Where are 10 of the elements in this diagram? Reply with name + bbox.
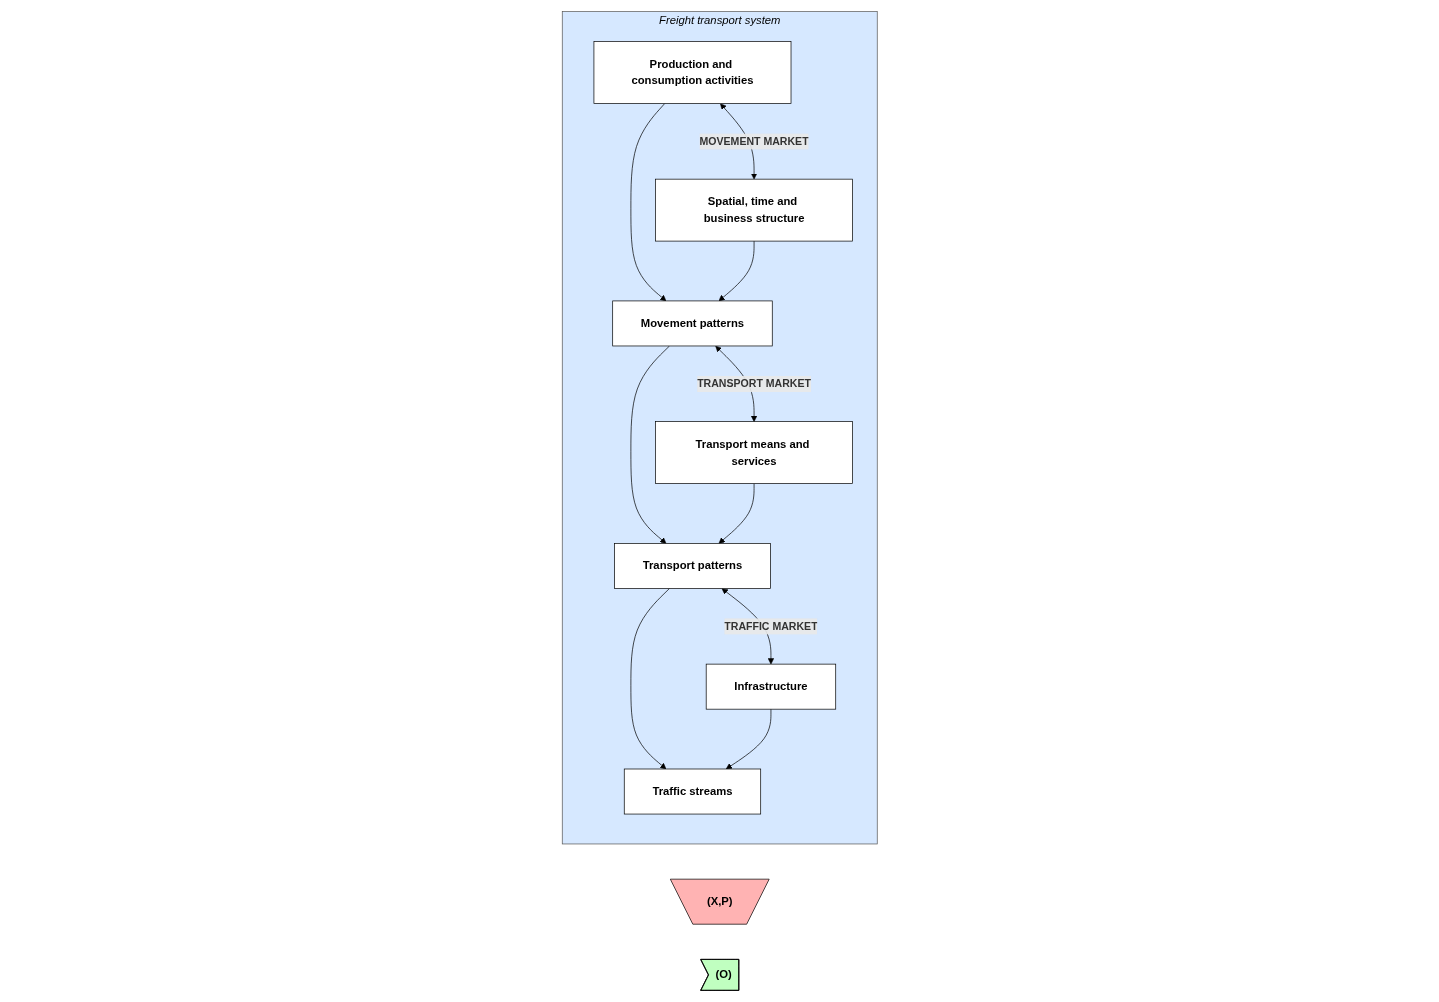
node-box: Transport patterns xyxy=(613,543,771,589)
node-box: Production and consumption activities xyxy=(593,41,792,104)
node-box: Spatial, time and business structure xyxy=(654,178,853,242)
node-box: Infrastructure xyxy=(705,663,836,710)
node-box: Transport means and services xyxy=(654,421,853,484)
edge-label: TRAFFIC MARKET xyxy=(724,619,818,632)
edge-label: MOVEMENT MARKET xyxy=(699,134,809,147)
edge-label: TRANSPORT MARKET xyxy=(696,377,811,390)
node-box: Movement patterns xyxy=(612,300,773,347)
node-box: Traffic streams xyxy=(623,768,761,815)
